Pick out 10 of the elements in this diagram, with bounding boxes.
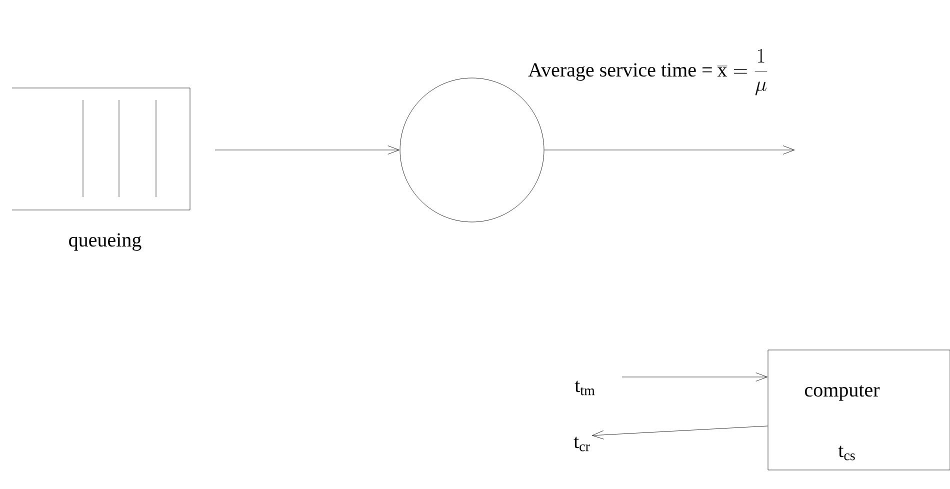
arrow [592, 426, 768, 440]
formula-text: Average service time = [528, 63, 712, 81]
computer-box: computer t$_{cs}$ [768, 350, 950, 470]
arrow [622, 372, 768, 382]
formula: $\overline{\mathrm{x}} = \frac{1}{\mu}$ [717, 48, 768, 96]
variable-label: t$_{tm}$ [574, 380, 595, 396]
arrow [214, 146, 400, 154]
queue-drawing: queueing [12, 88, 190, 251]
variable-label: t$_{cr}$ [574, 436, 590, 452]
arrow [544, 146, 795, 154]
